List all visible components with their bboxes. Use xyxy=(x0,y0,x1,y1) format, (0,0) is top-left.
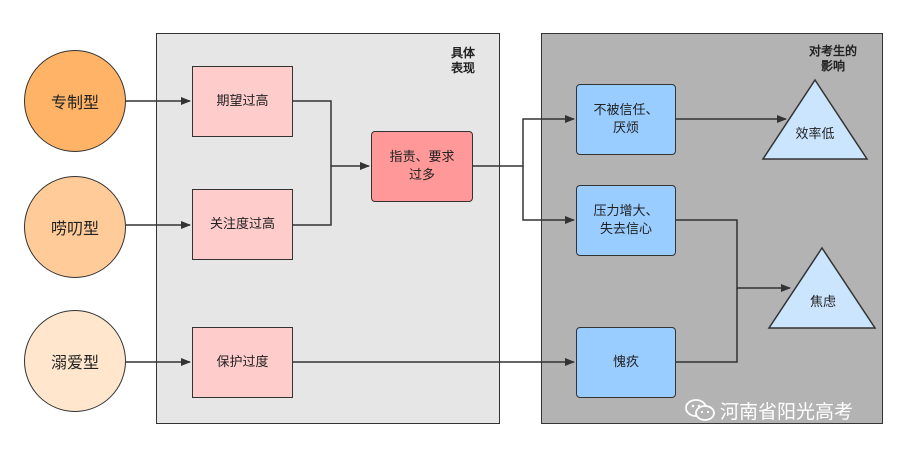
outcome-low-efficiency: 效率低 xyxy=(795,127,835,142)
edge-combined-effect2 xyxy=(522,166,575,224)
outcome-triangle-anxiety xyxy=(767,246,877,329)
outcome-triangle-efficiency xyxy=(761,78,869,160)
right-panel-title: 对考生的 影响 xyxy=(808,44,857,73)
behavior-overprotection: 保护过度 xyxy=(192,327,293,398)
style-nagging: 唠叨型 xyxy=(24,176,126,278)
watermark-text: 河南省阳光高考 xyxy=(720,400,854,423)
edge-effect2-outcome2 xyxy=(676,219,791,292)
behavior-excessive-attention: 关注度过高 xyxy=(192,189,293,260)
outcome-anxiety: 焦虑 xyxy=(809,295,836,310)
wechat-icon xyxy=(685,399,715,421)
behavior-excessive-blame: 指责、要求 过多 xyxy=(371,131,473,202)
effect-distrust: 不被信任、 厌烦 xyxy=(576,84,676,155)
watermark: 河南省阳光高考 xyxy=(684,396,853,424)
edge-behavior1-combined xyxy=(293,100,370,170)
edge-behavior2-combined xyxy=(293,166,332,226)
effect-guilt: 愧疚 xyxy=(576,327,676,398)
effect-pressure: 压力增大、 失去信心 xyxy=(576,185,676,256)
style-indulgent: 溺爱型 xyxy=(24,310,126,412)
style-authoritarian: 专制型 xyxy=(24,50,126,152)
behavior-high-expectations: 期望过高 xyxy=(192,66,293,137)
middle-panel-title: 具体 表现 xyxy=(450,46,475,75)
edge-effect3-outcome2 xyxy=(676,288,738,363)
edge-combined-effect1 xyxy=(473,115,575,167)
